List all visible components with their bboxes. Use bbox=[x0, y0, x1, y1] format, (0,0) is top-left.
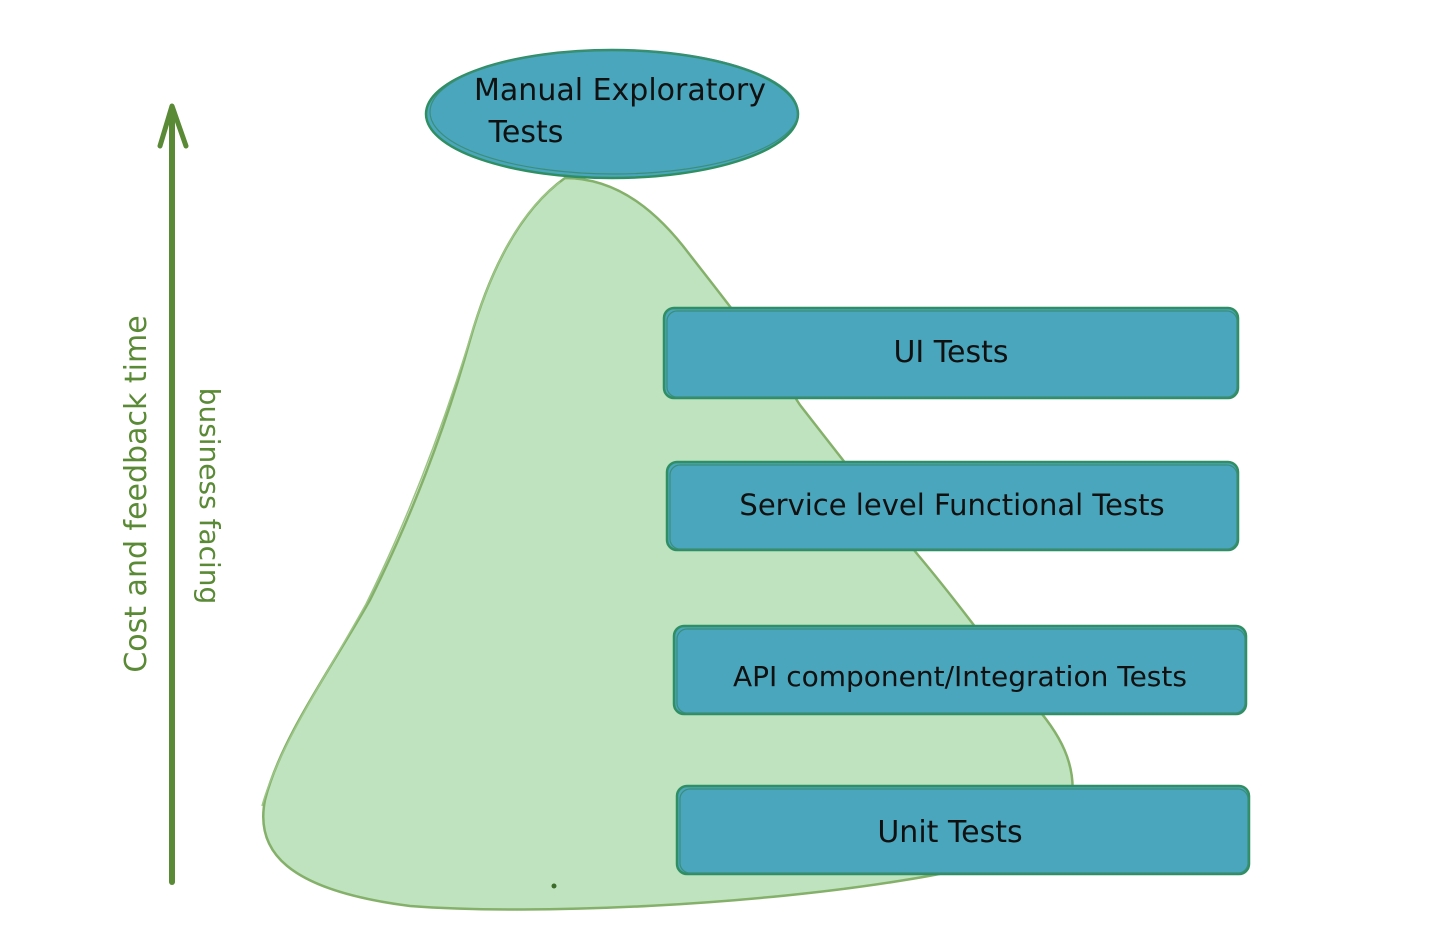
manual-exploratory-line2: Tests bbox=[488, 115, 564, 150]
layer-api-tests: API component/Integration Tests bbox=[672, 624, 1248, 716]
cost-axis-label: Cost and feedback time bbox=[119, 315, 154, 672]
mound-dot bbox=[551, 883, 557, 889]
pyramid-mound-outline bbox=[261, 181, 561, 807]
layer-unit-tests: Unit Tests bbox=[675, 784, 1251, 876]
business-facing-label: business facing bbox=[193, 388, 226, 605]
layer-service-tests: Service level Functional Tests bbox=[665, 460, 1240, 552]
layer-service-tests-label: Service level Functional Tests bbox=[739, 488, 1164, 522]
layer-ui-tests-label: UI Tests bbox=[893, 335, 1008, 370]
layer-api-tests-label: API component/Integration Tests bbox=[733, 660, 1187, 693]
layer-ui-tests: UI Tests bbox=[662, 306, 1240, 400]
cost-axis-arrow bbox=[157, 103, 189, 885]
layer-unit-tests-label: Unit Tests bbox=[877, 815, 1022, 850]
manual-exploratory-line1: Manual Exploratory bbox=[474, 73, 766, 108]
manual-exploratory-node: Manual Exploratory Tests bbox=[424, 48, 800, 180]
